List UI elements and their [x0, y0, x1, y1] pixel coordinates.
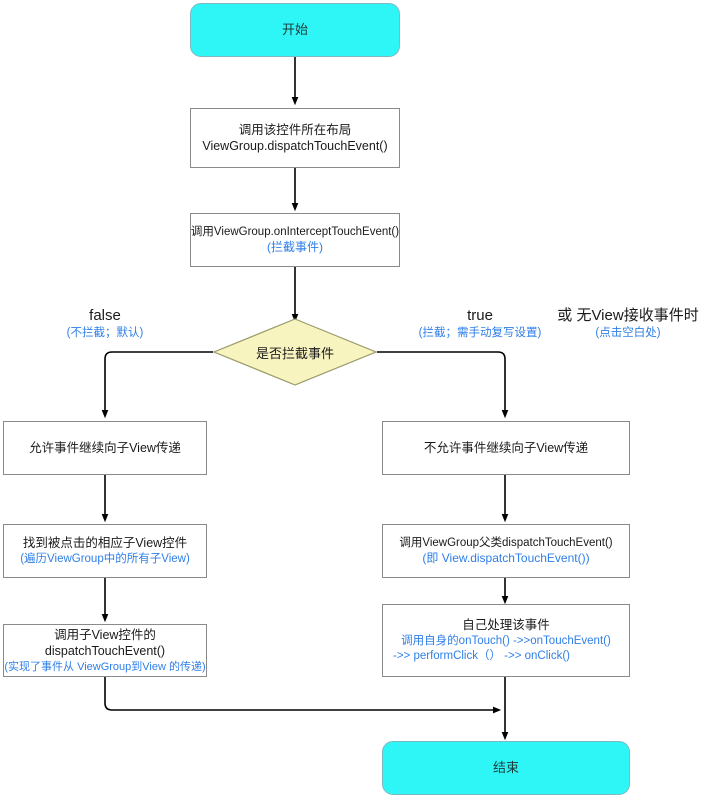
node-decision-label-wrap: 是否拦截事件: [213, 318, 377, 386]
edge-label-false-secondary: (不拦截；默认): [66, 326, 144, 339]
edge-leftcolumn-merge: [104, 677, 502, 714]
node-find-child-label: 找到被点击的相应子View控件: [22, 536, 188, 551]
node-allow-pass-to-child[interactable]: 允许事件继续向子View传递: [3, 421, 207, 475]
node-on-intercept-annotation: (拦截事件): [267, 239, 323, 254]
node-handle-self-annotation-2: ->> performClick（） ->> onClick(): [393, 649, 571, 662]
node-handle-self-annotation-1: 调用自身的onTouch() ->>onTouchEvent(): [401, 634, 611, 647]
node-start[interactable]: 开始: [190, 3, 400, 57]
edge-label-false: false (不拦截；默认): [40, 306, 170, 340]
node-dispatch-layout-line1: 调用该控件所在布局: [238, 122, 352, 137]
node-handle-event-self[interactable]: 自己处理该事件 调用自身的onTouch() ->>onTouchEvent()…: [382, 604, 630, 677]
node-end-label: 结束: [492, 760, 519, 776]
node-allow-pass-label: 允许事件继续向子View传递: [29, 440, 181, 455]
edge-label-true-primary: true: [467, 307, 493, 324]
decision-diamond-shape: [213, 318, 377, 386]
node-call-super-dispatch[interactable]: 调用ViewGroup父类dispatchTouchEvent() (即 Vie…: [382, 524, 630, 578]
note-no-view-primary: 或 无View接收事件时: [557, 307, 699, 324]
node-call-super-dispatch-annotation: (即 View.dispatchTouchEvent()): [422, 550, 590, 565]
node-deny-pass-label: 不允许事件继续向子View传递: [423, 440, 589, 455]
node-decision-label: 是否拦截事件: [255, 345, 334, 361]
node-call-child-dispatch[interactable]: 调用子View控件的 dispatchTouchEvent() (实现了事件从 …: [3, 624, 207, 677]
node-call-child-dispatch-line1: 调用子View控件的: [54, 627, 156, 642]
node-call-child-dispatch-annotation: (实现了事件从 ViewGroup到View 的传递): [4, 660, 206, 673]
node-deny-pass-to-child[interactable]: 不允许事件继续向子View传递: [382, 421, 630, 475]
edge-label-false-primary: false: [89, 307, 121, 324]
edge-false-branch: [101, 351, 213, 419]
note-no-view-secondary: (点击空白处): [595, 326, 661, 339]
node-start-label: 开始: [281, 22, 308, 38]
node-handle-self-label: 自己处理该事件: [462, 618, 550, 633]
node-call-child-dispatch-line2: dispatchTouchEvent(): [44, 644, 166, 659]
edge-true-branch: [377, 351, 509, 419]
node-find-child-annotation: (遍历ViewGroup中的所有子View): [20, 552, 190, 565]
node-decision-intercept[interactable]: 是否拦截事件: [213, 318, 377, 386]
edge-label-true-secondary: (拦截；需手动复写设置): [418, 326, 542, 339]
node-find-child-view[interactable]: 找到被点击的相应子View控件 (遍历ViewGroup中的所有子View): [3, 524, 207, 578]
node-dispatch-layout[interactable]: 调用该控件所在布局 ViewGroup.dispatchTouchEvent(): [190, 108, 400, 168]
note-no-view-receives-event: 或 无View接收事件时 (点击空白处): [546, 306, 710, 340]
node-on-intercept-line1: 调用ViewGroup.onInterceptTouchEvent(): [190, 225, 400, 238]
node-on-intercept[interactable]: 调用ViewGroup.onInterceptTouchEvent() (拦截事…: [190, 213, 400, 267]
node-call-super-dispatch-label: 调用ViewGroup父类dispatchTouchEvent(): [399, 536, 613, 549]
node-dispatch-layout-line2: ViewGroup.dispatchTouchEvent(): [202, 139, 388, 153]
node-end[interactable]: 结束: [382, 741, 630, 795]
edge-label-true: true (拦截；需手动复写设置): [402, 306, 558, 340]
